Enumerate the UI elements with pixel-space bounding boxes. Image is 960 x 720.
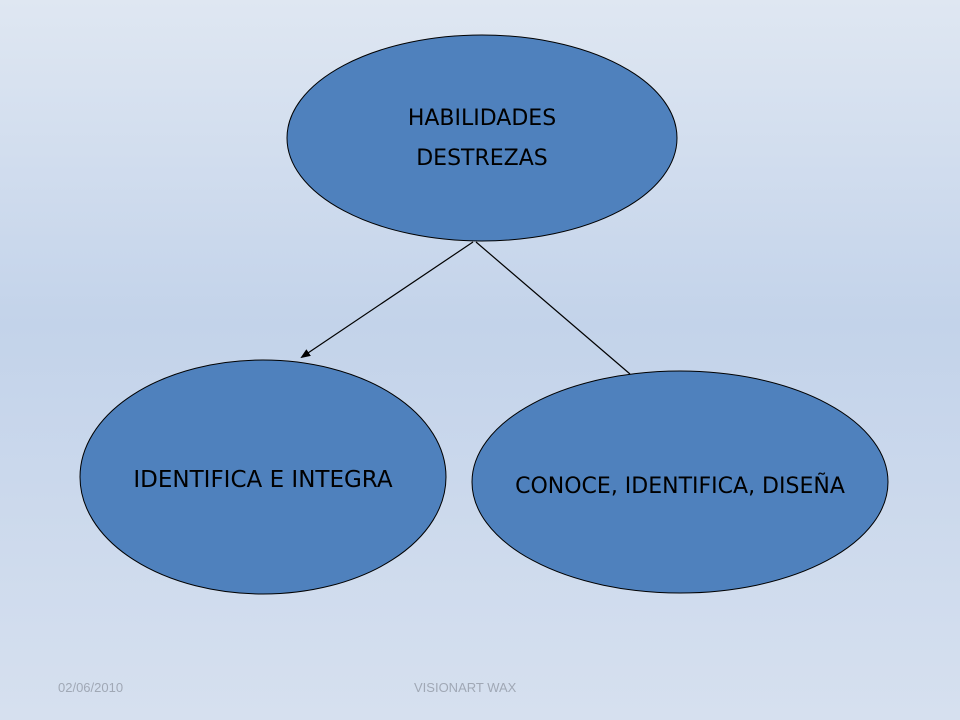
child-node-left-label: IDENTIFICA E INTEGRA bbox=[133, 467, 392, 493]
root-node-shape bbox=[286, 34, 678, 242]
child-node-right-shape bbox=[471, 370, 889, 594]
footer-brand: VISIONART WAX bbox=[414, 680, 517, 695]
child-node-left: IDENTIFICA E INTEGRA bbox=[79, 359, 447, 595]
root-node-label-line-1: HABILIDADES bbox=[408, 106, 556, 131]
connector-line-right bbox=[475, 241, 631, 375]
child-node-right-label: CONOCE, IDENTIFICA, DISEÑA bbox=[515, 472, 845, 499]
child-node-right: CONOCE, IDENTIFICA, DISEÑA bbox=[471, 370, 889, 594]
root-node-label-line-2: DESTREZAS bbox=[416, 146, 548, 171]
child-node-left-shape bbox=[79, 359, 447, 595]
footer-date: 02/06/2010 bbox=[58, 680, 124, 695]
connector-arrow-left bbox=[300, 241, 474, 359]
root-node: HABILIDADES DESTREZAS bbox=[286, 34, 678, 242]
